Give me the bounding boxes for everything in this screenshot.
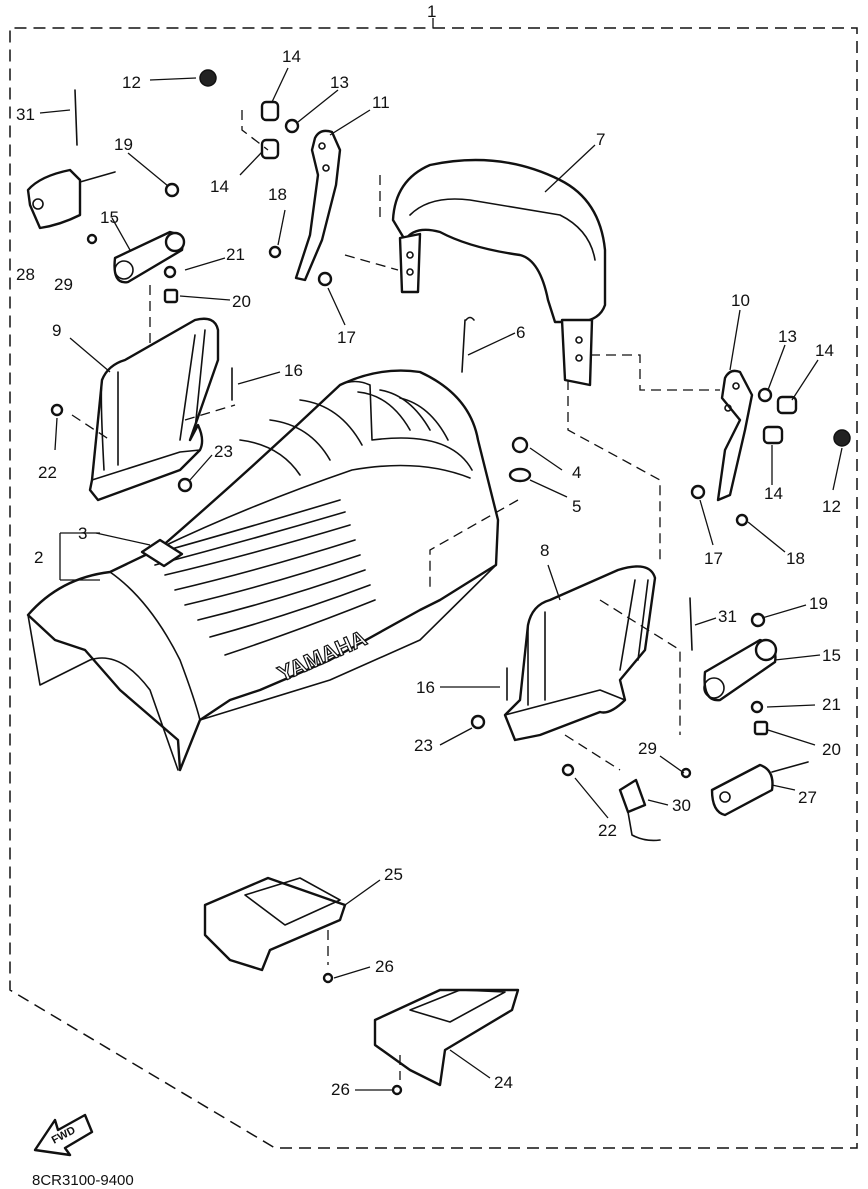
backrest: [391, 158, 607, 387]
callout-7: 7: [596, 130, 605, 149]
callout-23-left: 23: [214, 442, 233, 461]
callout-29-right: 29: [638, 739, 657, 758]
callout-21-right: 21: [822, 695, 841, 714]
callout-23-right: 23: [414, 736, 433, 755]
step-front: [203, 876, 347, 972]
cover-left: [26, 168, 116, 230]
callout-29-left: 29: [54, 275, 73, 294]
callout-30: 30: [672, 796, 691, 815]
cover-right: [710, 761, 809, 817]
callout-20-left: 20: [232, 292, 251, 311]
left-bracket: [88, 317, 220, 502]
grip-left: [113, 230, 186, 284]
callout-17-right: 17: [704, 549, 723, 568]
callout-5: 5: [572, 497, 581, 516]
callout-28: 28: [16, 265, 35, 284]
callout-11: 11: [372, 93, 390, 112]
callout-12-left: 12: [122, 73, 141, 92]
callout-31-left: 31: [16, 105, 35, 124]
callout-20-right: 20: [822, 740, 841, 759]
callout-10: 10: [731, 291, 750, 310]
callout-19-right: 19: [809, 594, 828, 613]
reference-code: 8CR3100-9400: [32, 1172, 134, 1189]
callout-27: 27: [798, 788, 817, 807]
assembly-lines: [71, 110, 720, 1080]
callout-8: 8: [540, 541, 549, 560]
callout-2: 2: [34, 548, 43, 567]
callout-22-right: 22: [598, 821, 617, 840]
callout-16-right: 16: [416, 678, 435, 697]
callout-16-left: 16: [284, 361, 303, 380]
callout-6: 6: [516, 323, 525, 342]
right-bracket: [503, 565, 657, 742]
callout-31-right: 31: [718, 607, 737, 626]
callout-1: 1: [427, 2, 436, 21]
callout-21-left: 21: [226, 245, 245, 264]
callout-15-right: 15: [822, 646, 841, 665]
callout-24: 24: [494, 1073, 513, 1092]
callout-19-left: 19: [114, 135, 133, 154]
callout-3: 3: [78, 524, 87, 543]
callout-17-left: 17: [337, 328, 356, 347]
callout-26-upper: 26: [375, 957, 394, 976]
callout-18-left: 18: [268, 185, 287, 204]
callout-25: 25: [384, 865, 403, 884]
callout-12-right: 12: [822, 497, 841, 516]
stay-right: [716, 369, 754, 502]
grip-right: [703, 638, 778, 702]
callout-14-b: 14: [210, 177, 229, 196]
callout-14-a: 14: [282, 47, 301, 66]
step-rear: [373, 988, 520, 1087]
callout-4: 4: [572, 463, 581, 482]
leader-lines: [39, 67, 843, 1091]
callout-13-right: 13: [778, 327, 797, 346]
callout-14-d: 14: [764, 484, 783, 503]
callout-13-left: 13: [330, 73, 349, 92]
callout-26-lower: 26: [331, 1080, 350, 1099]
hardware: [50, 69, 851, 1096]
callout-15-left: 15: [100, 208, 119, 227]
callout-14-c: 14: [815, 341, 834, 360]
assembly-frame: [9, 27, 858, 1149]
callout-numbers: 1 2 3 4 5 6 7 8 9 10 11 12 12 13 13 14 1…: [16, 2, 841, 1099]
stay-left: [294, 129, 342, 282]
callout-9: 9: [52, 321, 61, 340]
fwd-arrow: FWD: [33, 1113, 94, 1157]
callout-22-left: 22: [38, 463, 57, 482]
callout-18-right: 18: [786, 549, 805, 568]
